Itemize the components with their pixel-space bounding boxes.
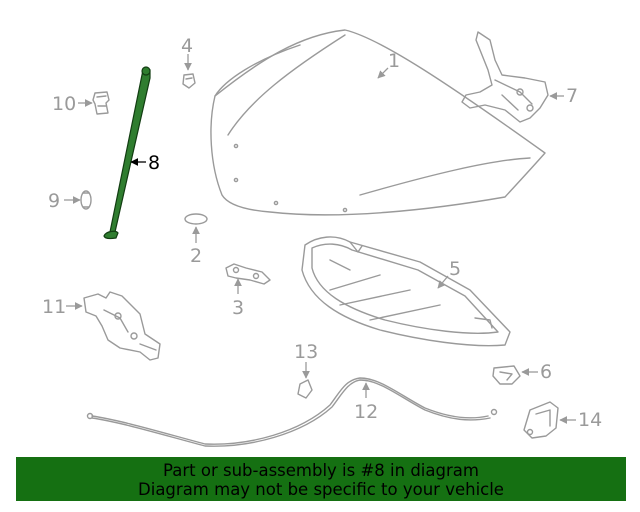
hood-support-rod-part bbox=[103, 66, 151, 240]
callout-8: 8 bbox=[130, 152, 160, 174]
callout-10: 10 bbox=[52, 93, 93, 115]
callout-11: 11 bbox=[42, 296, 83, 318]
svg-text:13: 13 bbox=[294, 341, 318, 363]
callout-5: 5 bbox=[437, 258, 461, 289]
callout-7: 7 bbox=[549, 85, 578, 107]
svg-text:5: 5 bbox=[449, 258, 461, 280]
grommet-part-2 bbox=[184, 213, 208, 225]
svg-text:8: 8 bbox=[148, 152, 160, 174]
hood-latch-part bbox=[83, 291, 161, 361]
cushion-part-9 bbox=[80, 190, 92, 210]
release-handle-part bbox=[523, 401, 559, 439]
clip-part-6 bbox=[492, 365, 521, 385]
svg-text:4: 4 bbox=[181, 35, 193, 57]
svg-text:12: 12 bbox=[354, 401, 378, 423]
stopper-part-10 bbox=[92, 91, 110, 115]
callout-1: 1 bbox=[377, 50, 400, 79]
callout-13: 13 bbox=[294, 341, 318, 379]
info-banner: Part or sub-assembly is #8 in diagram Di… bbox=[16, 457, 626, 501]
callout-2: 2 bbox=[190, 226, 202, 267]
svg-text:7: 7 bbox=[566, 85, 578, 107]
clip-part-4 bbox=[182, 73, 196, 89]
svg-text:2: 2 bbox=[190, 245, 202, 267]
parts-diagram: 1 2 3 4 5 6 7 8 9 10 11 12 bbox=[42, 29, 602, 447]
svg-text:3: 3 bbox=[232, 297, 244, 319]
svg-text:10: 10 bbox=[52, 93, 76, 115]
callout-3: 3 bbox=[232, 278, 244, 319]
clip-part-13 bbox=[297, 379, 313, 399]
release-cable-part bbox=[86, 377, 498, 447]
banner-line-disclaimer: Diagram may not be specific to your vehi… bbox=[138, 480, 504, 499]
banner-line-part-number: Part or sub-assembly is #8 in diagram bbox=[163, 461, 479, 480]
svg-text:1: 1 bbox=[388, 50, 400, 72]
callout-4: 4 bbox=[181, 35, 193, 71]
insulator-part-5 bbox=[301, 236, 511, 347]
svg-text:6: 6 bbox=[540, 361, 552, 383]
hood-part bbox=[210, 29, 546, 216]
callout-6: 6 bbox=[521, 361, 552, 383]
svg-text:14: 14 bbox=[578, 409, 602, 431]
bracket-part-3 bbox=[225, 263, 271, 285]
svg-text:11: 11 bbox=[42, 296, 66, 318]
svg-text:9: 9 bbox=[48, 190, 60, 212]
callout-12: 12 bbox=[354, 382, 378, 423]
hood-hinge-part bbox=[461, 31, 549, 123]
callout-14: 14 bbox=[559, 409, 602, 431]
callout-9: 9 bbox=[48, 190, 81, 212]
